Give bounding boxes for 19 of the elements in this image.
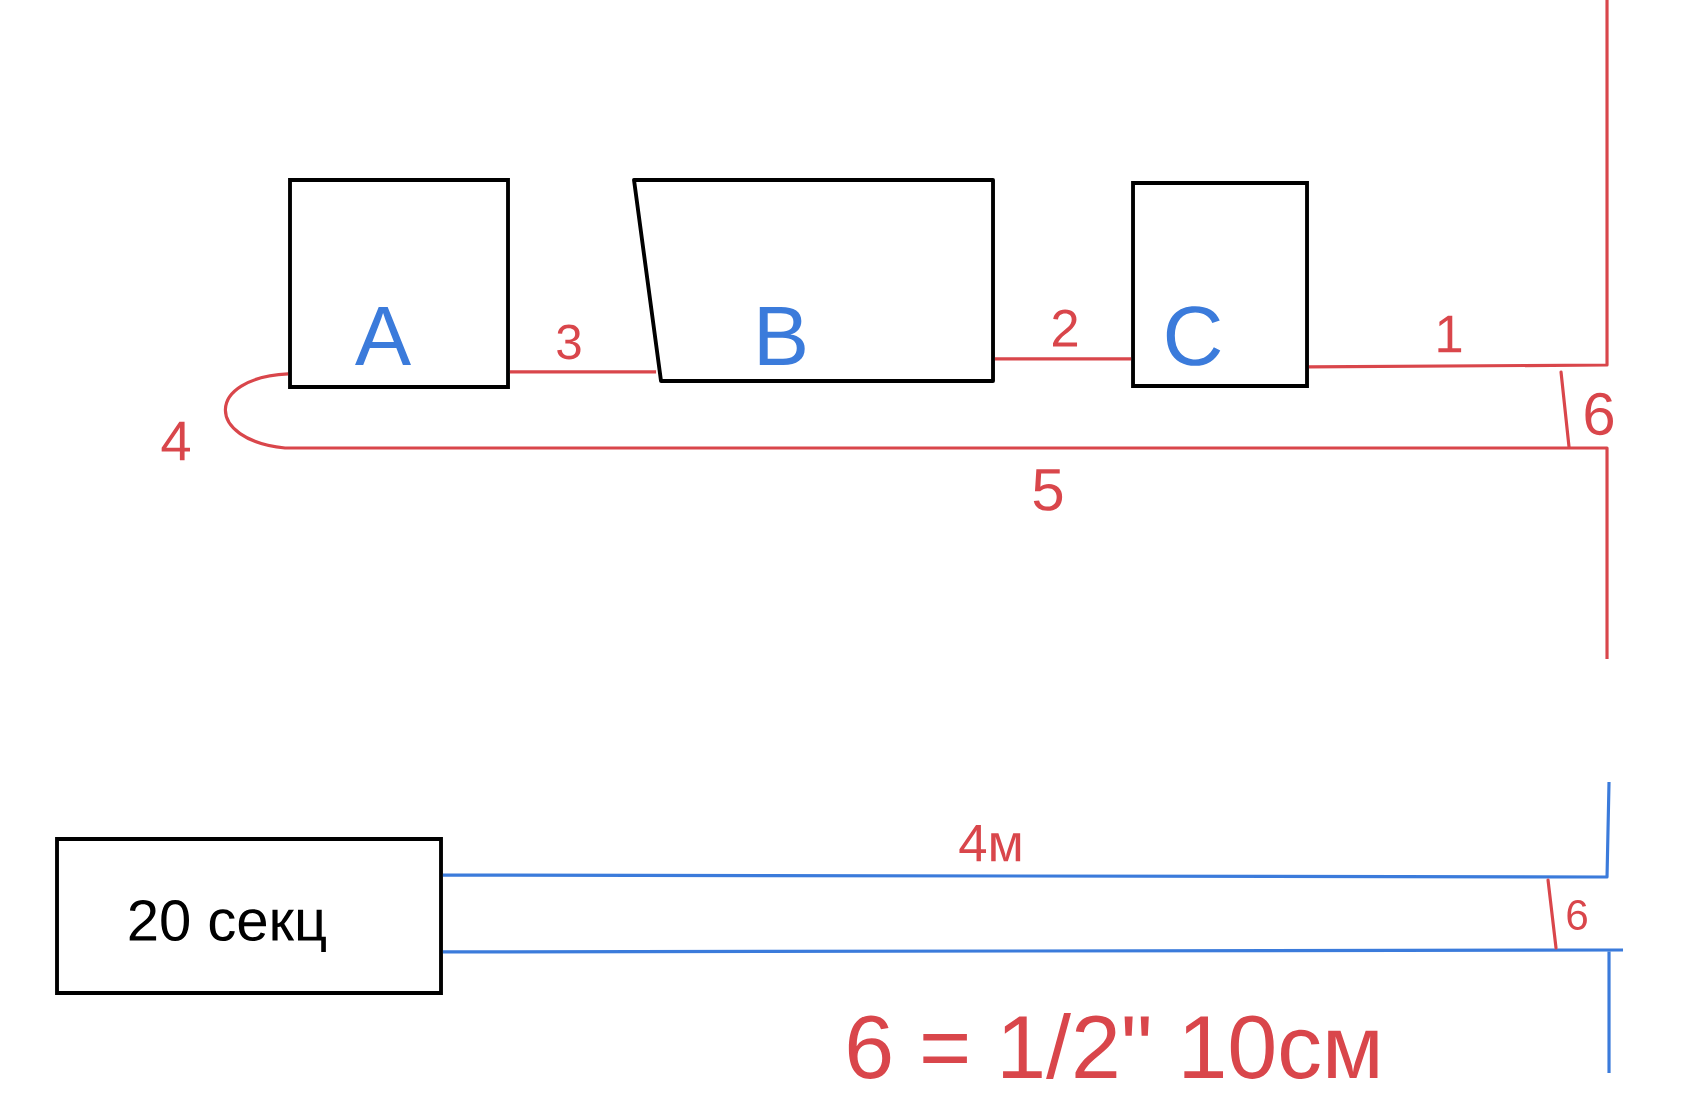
edge-label: 4м xyxy=(959,824,1021,862)
callout-number: 4 xyxy=(161,421,190,461)
pipe-line xyxy=(441,948,1625,1075)
pipe-line xyxy=(225,372,1609,659)
pipe-line xyxy=(509,370,657,374)
labeled-box: A xyxy=(288,178,510,389)
dimension-label: 6 xyxy=(1585,392,1613,436)
note-text: 6 = 1/2" 10см xyxy=(848,1013,1378,1079)
edge-label: 2 xyxy=(1053,309,1078,347)
edge-label: 5 xyxy=(1033,469,1063,511)
pipe-line xyxy=(1308,0,1609,369)
pipe-line xyxy=(442,781,1611,879)
labeled-box: C xyxy=(1131,181,1309,388)
pipe-line xyxy=(994,357,1132,361)
edge-label: 3 xyxy=(557,324,581,360)
labeled-box: B xyxy=(632,178,995,383)
edge-label: 1 xyxy=(1438,315,1462,353)
dimension-label: 6 xyxy=(1567,900,1587,930)
labeled-box: 20 секц xyxy=(55,837,443,995)
